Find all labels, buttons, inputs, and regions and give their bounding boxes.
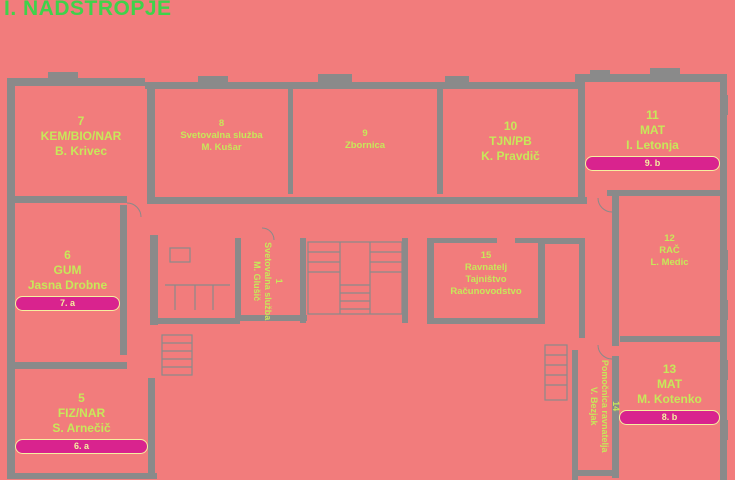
room-15-number: 15: [480, 250, 492, 261]
room-10-number: 10: [503, 119, 518, 133]
room-11-number: 11: [646, 108, 659, 122]
room-5-teacher: S. Arnečič: [52, 421, 111, 435]
room-14-number: 14: [611, 401, 622, 412]
room-11-class-badge: 9. b: [585, 156, 720, 171]
room-5-class-badge: 6. a: [15, 439, 148, 454]
room-13-number: 13: [662, 362, 677, 376]
door-arcs: [126, 197, 613, 360]
room-11-subject: MAT: [639, 123, 666, 137]
toilets: [165, 247, 230, 310]
room-13-class-badge: 8. b: [619, 410, 720, 425]
room-11: 11 MAT I. Letonja 9. b: [585, 108, 720, 171]
room-1-teacher: M. Glušič: [252, 261, 263, 302]
room-8-teacher: M. Kušar: [201, 141, 242, 153]
room-10: 10 TJN/PB K. Pravdič: [443, 119, 578, 164]
room-6-teacher: Jasna Drobne: [27, 278, 108, 292]
room-15-line2: Tajništvo: [465, 273, 507, 285]
room-10-subject: TJN/PB: [489, 134, 532, 148]
room-15: 15 Ravnatelj Tajništvo Računovodstvo: [434, 250, 538, 298]
room-11-teacher: I. Letonja: [626, 138, 679, 152]
room-1: 1 Svetovalna služba M. Glušič: [252, 231, 285, 331]
room-15-line3: Računovodstvo: [450, 285, 522, 297]
room-12-subject: RAČ: [659, 244, 680, 256]
walls: [7, 68, 728, 480]
room-9-subject: Zbornica: [344, 139, 386, 151]
room-7-number: 7: [77, 114, 85, 128]
room-15-line1: Ravnatelj: [464, 261, 508, 273]
room-14: 14 Pomočnica ravnatelja V. Bezjak: [589, 346, 622, 466]
room-7-subject: KEM/BIO/NAR: [40, 129, 122, 143]
room-6-number: 6: [64, 248, 71, 262]
central-staircase: [307, 241, 403, 315]
room-5-number: 5: [78, 391, 85, 405]
room-1-subject: Svetovalna služba: [263, 242, 274, 321]
room-8: 8 Svetovalna služba M. Kušar: [155, 118, 288, 154]
room-5: 5 FIZ/NAR S. Arnečič 6. a: [15, 391, 148, 454]
right-staircase: [544, 344, 568, 401]
room-13: 13 MAT M. Kotenko 8. b: [619, 362, 720, 425]
room-14-subject: Pomočnica ravnatelja: [600, 359, 611, 453]
room-6-class-badge: 7. a: [15, 296, 120, 311]
room-12: 12 RAČ L. Medic: [619, 233, 720, 269]
room-8-subject: Svetovalna služba: [180, 129, 263, 141]
room-5-subject: FIZ/NAR: [57, 406, 106, 420]
room-10-teacher: K. Pravdič: [481, 149, 540, 163]
room-13-teacher: M. Kotenko: [637, 392, 702, 406]
room-1-number: 1: [274, 278, 285, 284]
room-12-number: 12: [664, 233, 675, 244]
room-6-subject: GUM: [53, 263, 82, 277]
room-8-number: 8: [218, 118, 225, 129]
room-9-number: 9: [362, 128, 368, 139]
room-9: 9 Zbornica: [293, 128, 437, 152]
room-12-teacher: L. Medic: [650, 256, 689, 268]
room-14-teacher: V. Bezjak: [589, 386, 600, 426]
room-6: 6 GUM Jasna Drobne 7. a: [15, 248, 120, 311]
room-7-teacher: B. Krivec: [54, 144, 108, 158]
floor-title: I. NADSTROPJE: [4, 0, 172, 20]
left-staircase: [161, 334, 193, 376]
room-13-subject: MAT: [656, 377, 683, 391]
room-7: 7 KEM/BIO/NAR B. Krivec: [15, 114, 147, 159]
